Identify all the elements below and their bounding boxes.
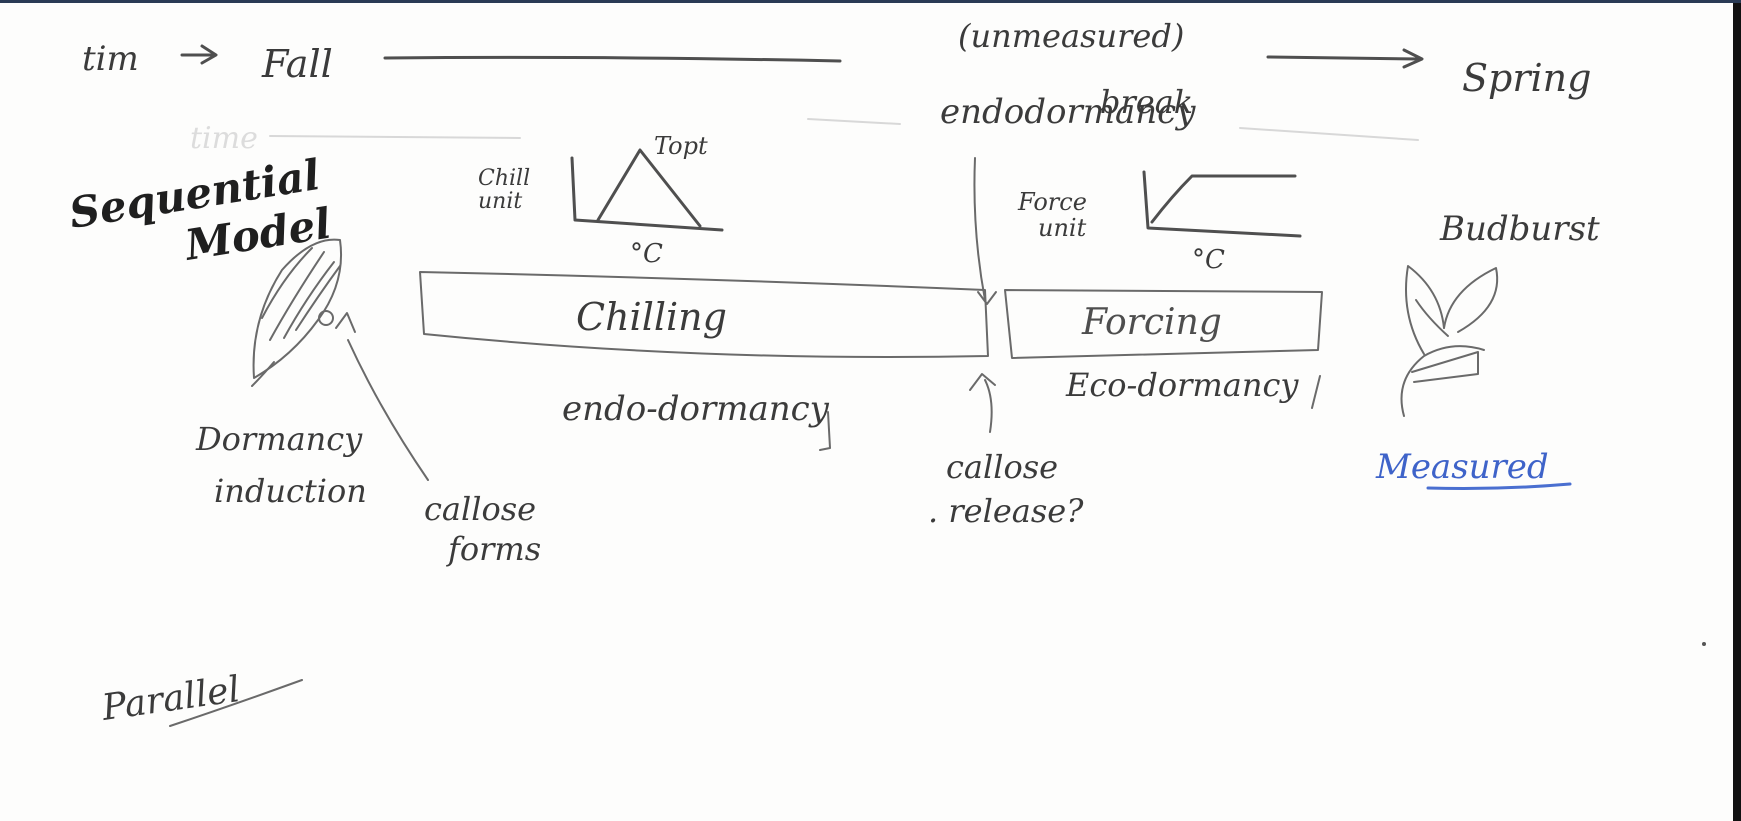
unmeasured-label: (unmeasured) (958, 17, 1184, 55)
callose-forms-arrow-head (335, 312, 356, 333)
break-label: break (1100, 83, 1193, 121)
parallel-label: Parallel (99, 669, 243, 729)
callose-release-arrow-shaft (984, 379, 993, 433)
force-unit-label-1: Force (1017, 188, 1087, 216)
endo-dormancy-tick (819, 411, 831, 451)
callose-release-label-2: . release? (928, 492, 1084, 530)
time-arrow (180, 44, 218, 65)
budburst-drawing (1400, 265, 1499, 417)
scan-edge-right (1733, 0, 1741, 821)
dormant-bud-drawing (251, 238, 343, 387)
chill-unit-label-1: Chill (478, 166, 530, 191)
force-degc-label: °C (1192, 245, 1225, 275)
parallel-underline (169, 679, 303, 727)
forcing-label: Forcing (1081, 302, 1222, 343)
eco-dormancy-tick (1311, 375, 1321, 409)
endodormancy-label: endodormancy (940, 92, 1196, 132)
dormancy-label: Dormancy (195, 420, 363, 458)
chilling-box (419, 271, 989, 359)
force-unit-label-2: unit (1038, 214, 1087, 242)
faint-time-label: time (190, 121, 258, 156)
stray-dot (1702, 642, 1706, 646)
measured-label: Measured (1375, 447, 1549, 487)
time-label: tim (82, 39, 139, 79)
endo-dormancy-label: endo-dormancy (562, 389, 830, 429)
callose-release-label-1: callose (946, 448, 1058, 486)
break-arrow-shaft (973, 157, 986, 301)
topt-label: Topt (654, 132, 708, 160)
scan-edge-top (0, 0, 1741, 3)
callose-forms-label-1: callose (424, 490, 536, 528)
callose-release-arrow-head (969, 373, 996, 391)
break-arrow-head (977, 291, 997, 305)
forcing-box (1004, 289, 1323, 359)
chill-graph-axes (570, 156, 724, 232)
callose-forms-arrow-shaft (347, 339, 429, 481)
callose-forms-label-2: forms (446, 530, 541, 568)
timeline-arrow-right (1266, 48, 1424, 69)
timeline-line-left (383, 55, 842, 63)
chill-unit-label-2: unit (478, 189, 522, 214)
budburst-label: Budburst (1439, 209, 1600, 249)
induction-label: induction (214, 472, 367, 510)
chilling-label: Chilling (576, 295, 727, 339)
spring-label: Spring (1462, 56, 1591, 100)
force-response-curve (1150, 174, 1297, 224)
chill-degc-label: °C (630, 239, 663, 269)
eco-dormancy-label: Eco-dormancy (1065, 366, 1299, 404)
fall-label: Fall (261, 42, 333, 86)
chill-response-triangle (596, 148, 702, 228)
faint-show-through-lines (269, 118, 1419, 141)
force-graph-axes (1142, 170, 1302, 238)
measured-underline (1426, 482, 1572, 490)
